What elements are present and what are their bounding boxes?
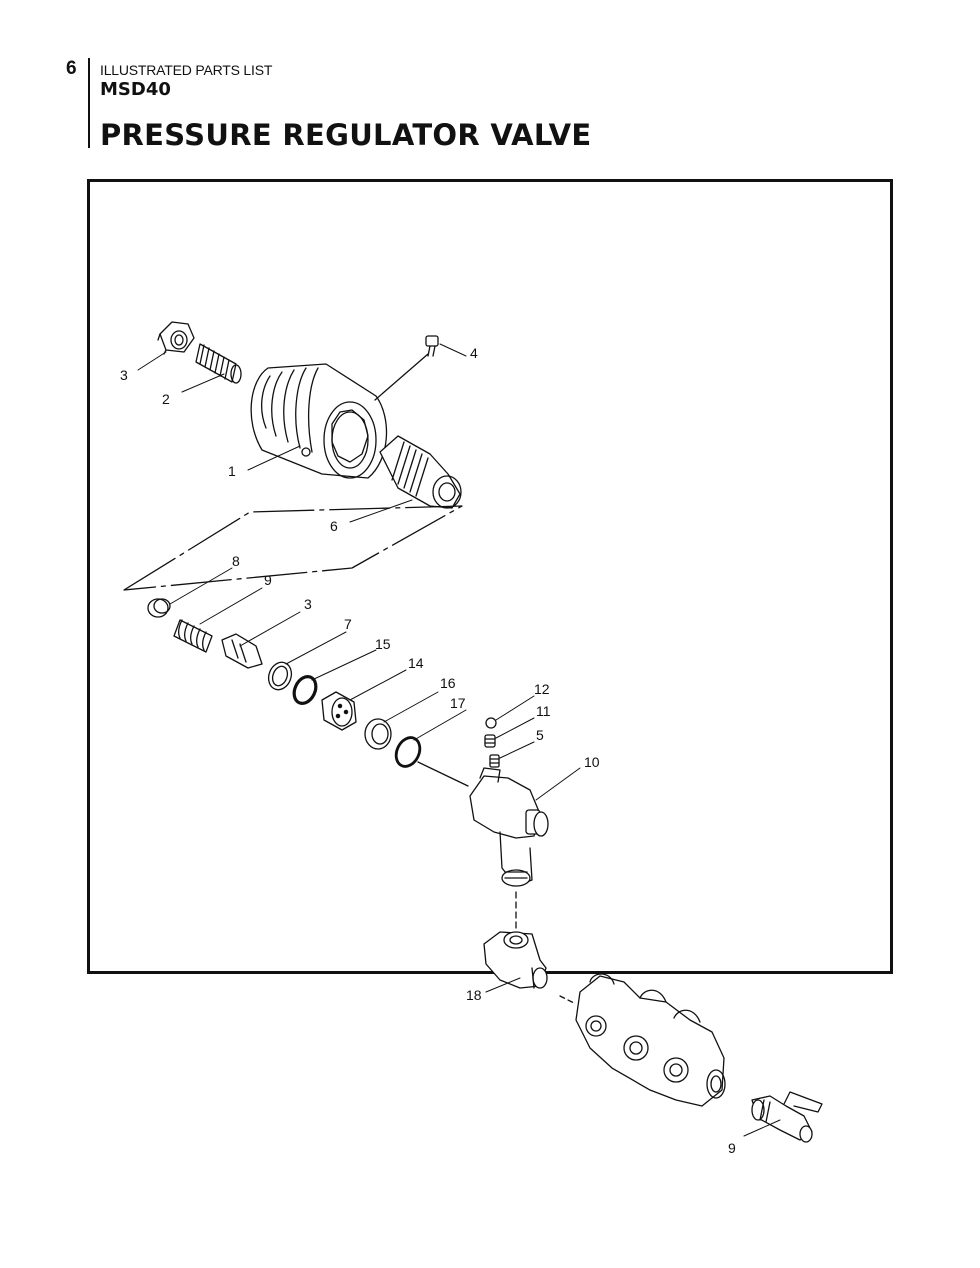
callout-1: 1 [228, 463, 236, 479]
callout-16: 16 [440, 675, 456, 691]
part-fitting-5 [489, 754, 500, 768]
part-washer-7 [267, 661, 293, 691]
part-spring-11 [484, 734, 496, 748]
callout-5: 5 [536, 727, 544, 743]
part-bushing-16 [364, 718, 392, 750]
part-piston-3 [221, 633, 263, 669]
page-number: 6 [66, 58, 77, 79]
part-spring-9 [173, 619, 213, 653]
callout-18: 18 [466, 987, 482, 1003]
leader-4-axis [374, 353, 429, 401]
leader-lines [137, 343, 781, 1137]
header-subtitle: ILLUSTRATED PARTS LIST [100, 62, 273, 78]
header-divider [88, 58, 90, 148]
callout-12: 12 [534, 681, 550, 697]
part-ball-12 [485, 717, 497, 729]
part-screw-4 [425, 335, 439, 357]
model-name: MSD40 [100, 79, 171, 100]
part-insert-14 [321, 691, 357, 731]
leader-axis-17-10 [417, 761, 469, 787]
callout-4: 4 [470, 345, 478, 361]
part-set-screw-2 [195, 343, 242, 384]
part-tee-18 [483, 931, 548, 989]
callout-15: 15 [375, 636, 391, 652]
callout-11: 11 [536, 703, 551, 719]
callout-3-mid: 3 [304, 596, 312, 612]
part-nut-3 [157, 321, 195, 355]
callout-10: 10 [584, 754, 600, 770]
callout-9-bottom: 9 [728, 1140, 736, 1156]
page-title: PRESSURE REGULATOR VALVE [100, 118, 592, 152]
part-pump-manifold [559, 973, 726, 1107]
detail-outline [123, 505, 463, 591]
callout-17: 17 [450, 695, 466, 711]
diagram-frame [87, 179, 893, 974]
callout-2: 2 [162, 391, 170, 407]
callout-7: 7 [344, 616, 352, 632]
part-threaded-seat-6 [379, 435, 462, 509]
part-o-ring-15 [292, 675, 318, 705]
callout-6: 6 [330, 518, 338, 534]
callout-9-top: 9 [264, 572, 272, 588]
part-valve-body-10 [469, 767, 549, 887]
callout-3-top: 3 [120, 367, 128, 383]
callout-8: 8 [232, 553, 240, 569]
part-drain-cock-9 [751, 1091, 823, 1143]
part-o-ring-17 [394, 736, 422, 768]
callout-14: 14 [408, 655, 424, 671]
part-cap-8 [147, 598, 171, 618]
part-knob-1 [250, 363, 388, 479]
